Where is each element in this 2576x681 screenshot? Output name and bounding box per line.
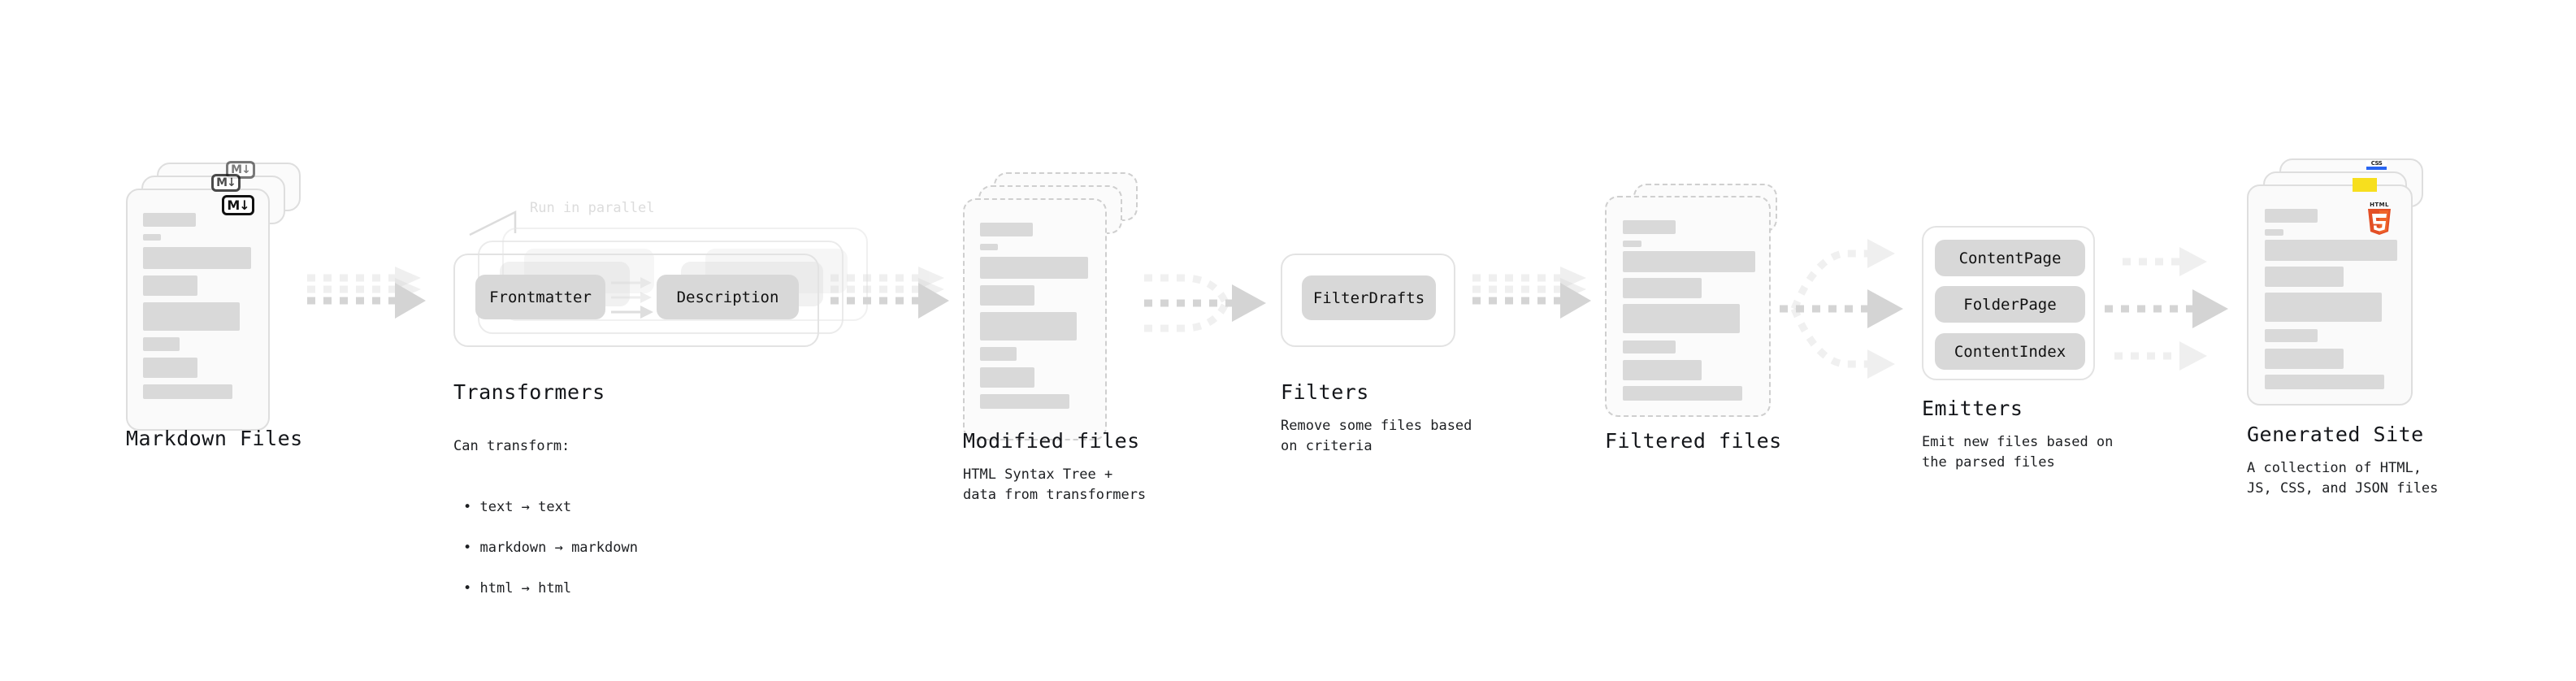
- emitters-description: Emit new files based on the parsed files: [1922, 434, 2114, 471]
- skeleton-line: [143, 275, 197, 296]
- skeleton-line: [980, 347, 1017, 361]
- transformers-bullet: html → html: [463, 579, 638, 599]
- connector-markdown-to-transformers: [307, 267, 426, 319]
- emitters-groupbox: ContentPage FolderPage ContentIndex: [1922, 226, 2095, 380]
- filtered-files-title: Filtered files: [1605, 429, 1782, 453]
- transformers-description-intro: Can transform:: [453, 438, 570, 454]
- skeleton-line: [980, 394, 1069, 409]
- run-in-parallel-leader: [469, 210, 517, 236]
- modified-files-stack: [963, 172, 1138, 440]
- modified-card-front: [963, 198, 1107, 440]
- skeleton-line: [1623, 278, 1702, 298]
- skeleton-line: [143, 247, 251, 269]
- skeleton-line: [2265, 209, 2318, 223]
- transformer-chip-description[interactable]: Description: [657, 275, 799, 319]
- skeleton-line: [2265, 293, 2382, 322]
- skeleton-line: [1623, 340, 1676, 354]
- transformers-layer-back: [502, 228, 868, 321]
- run-in-parallel-note: Run in parallel: [530, 200, 655, 216]
- emitter-chip-folderpage[interactable]: FolderPage: [1935, 286, 2085, 323]
- markdown-icon: M↓: [222, 195, 254, 215]
- filtered-files-stack: [1605, 184, 1780, 444]
- markdown-icon: M↓: [211, 174, 241, 192]
- html5-icon: HTML: [2368, 202, 2391, 235]
- transformers-description: Can transform: text → text markdown → ma…: [453, 416, 638, 640]
- emitter-chip-contentindex[interactable]: ContentIndex: [1935, 333, 2085, 370]
- skeleton-line: [2265, 329, 2318, 342]
- skeleton-line: [1623, 360, 1702, 380]
- filters-groupbox: FilterDrafts: [1281, 254, 1455, 347]
- generated-site-title: Generated Site: [2247, 423, 2424, 446]
- skeleton-line: [2265, 229, 2283, 236]
- skeleton-line: [143, 234, 161, 241]
- skeleton-line: [1623, 251, 1755, 272]
- skeleton-line: [980, 223, 1033, 236]
- transformer-internal-arrows: [611, 277, 653, 319]
- generated-site-description: A collection of HTML, JS, CSS, and JSON …: [2247, 460, 2439, 497]
- skeleton-line: [1623, 241, 1641, 247]
- skeleton-line: [1623, 386, 1742, 401]
- skeleton-line: [980, 285, 1034, 306]
- skeleton-line: [2265, 375, 2384, 389]
- markdown-card-front: [126, 189, 270, 431]
- skeleton-line: [980, 257, 1088, 279]
- skeleton-line: [2265, 240, 2397, 261]
- skeleton-line: [1623, 304, 1740, 333]
- skeleton-line: [143, 337, 180, 351]
- emitters-title: Emitters: [1922, 397, 2023, 420]
- transformers-bullet: text → text: [463, 497, 638, 518]
- connector-transformers-to-modified: [830, 267, 949, 319]
- skeleton-line: [143, 384, 232, 399]
- skeleton-line: [2265, 349, 2344, 369]
- connector-modified-to-filters: [1144, 274, 1266, 332]
- transformers-bullet-list: text → text markdown → markdown html → h…: [453, 477, 638, 619]
- filters-title: Filters: [1281, 380, 1369, 404]
- skeleton-line: [143, 358, 197, 378]
- skeleton-line: [2265, 267, 2344, 287]
- modified-files-description: HTML Syntax Tree + data from transformer…: [963, 466, 1147, 503]
- markdown-files-stack: M↓ M↓ M↓: [126, 161, 301, 431]
- modified-files-title: Modified files: [963, 429, 1140, 453]
- skeleton-line: [980, 367, 1034, 388]
- transformer-chip-frontmatter[interactable]: Frontmatter: [475, 275, 605, 319]
- connector-filtered-to-emitters: [1780, 239, 1903, 379]
- transformers-layer-front: Frontmatter Description: [453, 254, 819, 347]
- connector-emitters-to-site: [2105, 247, 2228, 371]
- connector-filters-to-filtered: [1472, 267, 1591, 319]
- css3-icon: CSS: [2366, 160, 2387, 171]
- site-card-front-html: [2247, 184, 2413, 406]
- skeleton-line: [980, 244, 998, 250]
- skeleton-line: [143, 302, 240, 331]
- generated-site-stack: CSS HTML: [2247, 158, 2434, 435]
- filters-description: Remove some files based on criteria: [1281, 418, 1472, 454]
- skeleton-line: [980, 312, 1077, 340]
- svg-text:HTML: HTML: [2370, 202, 2389, 208]
- emitter-chip-contentpage[interactable]: ContentPage: [1935, 240, 2085, 276]
- javascript-icon: [2353, 178, 2377, 192]
- transformers-bullet: markdown → markdown: [463, 538, 637, 558]
- filtered-card-front: [1605, 196, 1771, 417]
- filter-chip-filterdrafts[interactable]: FilterDrafts: [1302, 275, 1436, 320]
- skeleton-line: [143, 213, 196, 227]
- markdown-files-title: Markdown Files: [126, 427, 303, 450]
- transformers-title: Transformers: [453, 380, 605, 404]
- skeleton-line: [1623, 220, 1676, 234]
